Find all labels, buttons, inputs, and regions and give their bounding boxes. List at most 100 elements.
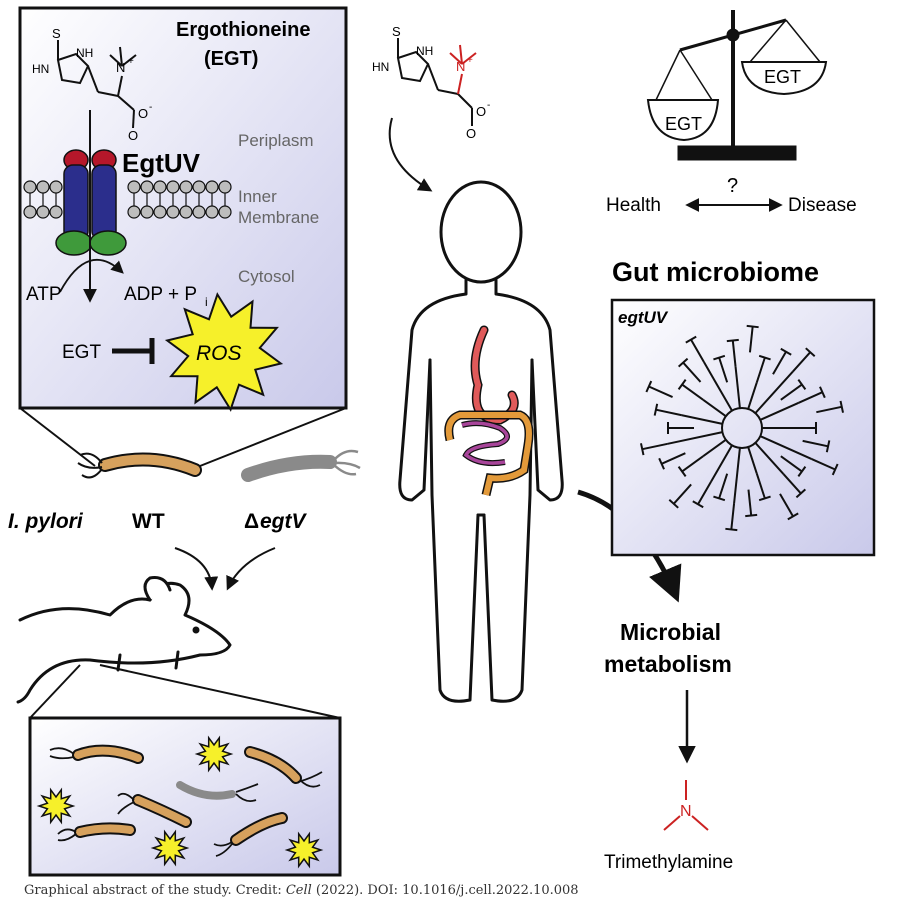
egt-o-charge: - [149,102,152,113]
disease-label: Disease [788,195,857,216]
egt-n-charge: + [128,56,134,67]
tree-leaf [681,383,704,401]
atp-hydrolysis-arrow [59,258,124,293]
flagellum [49,755,75,760]
balance-scale-icon [646,10,828,161]
inner-label: Inner [238,187,277,206]
tree-branch [754,442,785,475]
egt2-s-atom: S [392,24,401,39]
tree-leaf [718,473,729,499]
figure-caption: Graphical abstract of the study. Credit:… [24,883,884,898]
tree-tip [658,457,665,470]
egt2-n-atom: N [456,59,465,74]
lipid-head [205,180,219,194]
tree-tip [746,324,759,329]
tree-tip [745,513,758,518]
tree-tip [787,512,799,521]
lipid-head [218,205,232,219]
egt-s-atom: S [52,26,61,41]
tree-branch [667,431,723,445]
delta-symbol: Δ [244,510,259,533]
tree-leaf [673,483,692,505]
tree-tip [758,495,771,502]
tree-tip [653,403,659,416]
ros-burst-icon [150,829,190,867]
tree-leaf [690,339,705,363]
ros-bursts [36,735,324,869]
ingestion-arrow [388,117,433,192]
egt2-o-atom: O [476,104,486,119]
tree-tip [819,386,826,399]
bacterium-body [232,814,286,844]
flagellum [215,843,233,857]
tree-leaf [682,361,702,383]
bacterium-body [246,748,300,782]
egt-dietary-structure-icon [396,38,477,126]
tree-leaf [748,326,754,353]
tree-branch [702,438,727,458]
metabolism-line2: metabolism [604,651,732,677]
wt-to-mouse-arrow [174,547,219,591]
egt2-hn-atom: HN [372,60,389,74]
lipid-head [140,180,154,194]
tree-tip [713,354,726,361]
human-body-icon [398,180,564,703]
lipid-bilayer [23,180,232,219]
membrane-label: Membrane [238,208,319,227]
tree-branch [710,444,733,483]
tree-branch [747,446,758,474]
tree-leaf [747,489,753,516]
tree-leaf [718,357,729,383]
ros-burst-icon [36,787,76,825]
health-label: Health [606,195,661,216]
transport-panel: S HN NH N + O - O Ergothioneine (EGT) Pe… [18,6,348,467]
mouse-zoom-line-left [29,664,81,719]
lipid-head [179,180,193,194]
tree-branch [702,398,727,418]
flagellum [117,801,135,815]
tree-leaf [730,503,736,530]
tree-leaf [798,391,823,404]
transporter-label: EgtUV [122,148,201,178]
phylogenetic-tree-icon [640,324,844,532]
wt-label: WT [132,510,165,533]
tree-tip [640,443,645,456]
tree-branch [703,361,733,412]
tree-tip [713,495,726,502]
flagellum [117,792,135,801]
tree-leaf [681,455,704,473]
tree-branch [734,366,741,409]
tree-tip [758,354,771,361]
colonizing-bacteria [49,744,323,857]
tree-tip [805,347,816,357]
flagellum [235,793,257,803]
tree-tip [825,440,831,453]
bacterium-body [134,796,190,826]
mouse-zoom-line-right [99,664,341,719]
egt-o2-atom: O [128,128,138,143]
gene-label: egtUV [618,308,669,327]
tree-leaf [661,452,686,465]
lipid-head [153,205,167,219]
ros-label: ROS [196,342,242,365]
tree-branch [747,382,758,410]
caption-journal: Cell [285,883,312,898]
tree-branch [759,401,800,421]
lipid-head [205,205,219,219]
flagellum [57,828,77,835]
tree-tip [645,380,653,393]
egt-inhibitor-label: EGT [62,342,101,363]
tree-tip [839,400,844,413]
egt-n-atom: N [116,60,125,75]
tree-branch [754,370,794,414]
egt2-o2-atom: O [466,126,476,141]
tree-leaf [697,481,712,505]
bacterium-body [74,746,142,762]
tree-leaf [642,442,668,451]
tree-leaf [755,357,766,383]
trimethylamine-structure-icon [663,780,709,831]
lipid-head [179,205,193,219]
egt-nh-atom: NH [76,46,93,60]
question-mark: ? [727,175,738,197]
tree-leaf [779,493,794,517]
